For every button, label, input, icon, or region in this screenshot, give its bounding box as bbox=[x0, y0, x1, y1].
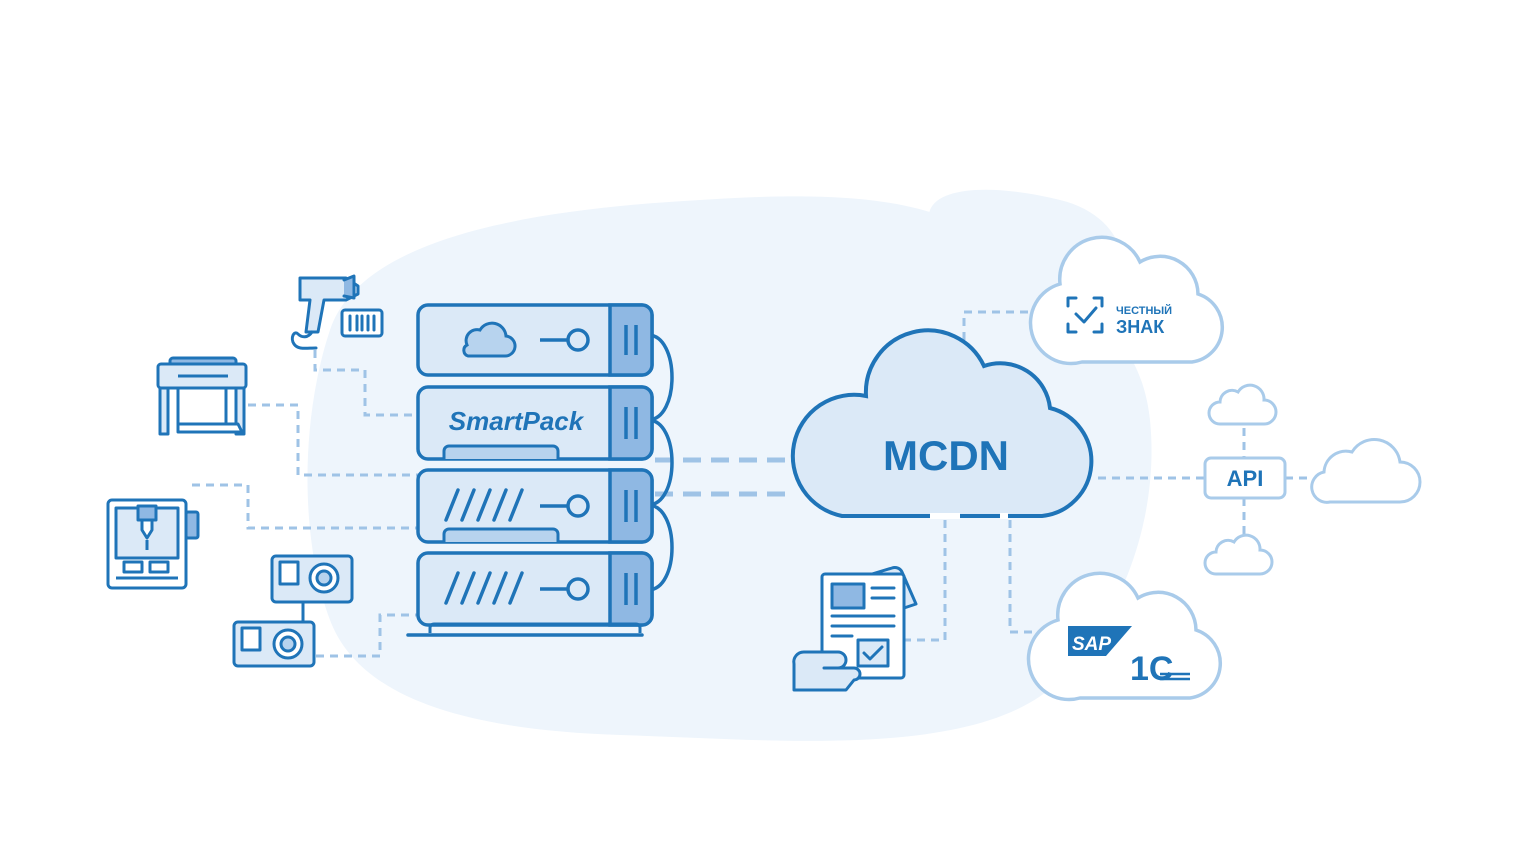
document-approval-icon bbox=[792, 566, 918, 692]
api-label: API bbox=[1227, 466, 1264, 491]
smartpack-label: SmartPack bbox=[449, 406, 585, 436]
server-mcdn-links bbox=[655, 457, 795, 497]
chestny-znak-logo-icon bbox=[1066, 296, 1104, 334]
barcode-scanner-icon bbox=[290, 274, 384, 350]
server-rack: SmartPack bbox=[406, 303, 674, 637]
sap-logo-icon bbox=[1068, 626, 1132, 656]
server-unit-vent-2 bbox=[406, 551, 654, 637]
chestny-znak-cloud: ЧЕСТНЫЙ ЗНАК bbox=[1028, 235, 1224, 366]
sap-label: SAP bbox=[1072, 634, 1111, 655]
mcdn-links bbox=[905, 310, 1310, 642]
chestny-znak-line1: ЧЕСТНЫЙ bbox=[1116, 304, 1172, 317]
cloud-glyph-icon bbox=[462, 321, 517, 358]
server-unit-brand: SmartPack bbox=[416, 385, 654, 461]
label-printer-icon bbox=[156, 356, 248, 436]
camera-icon bbox=[232, 554, 354, 668]
erp-cloud: SAP 1С bbox=[1026, 571, 1222, 702]
mcdn-label: MCDN bbox=[883, 432, 1009, 479]
mcdn-cloud: MCDN bbox=[790, 328, 1094, 519]
print-applicator-icon bbox=[106, 498, 200, 590]
onec-label: 1С bbox=[1130, 650, 1173, 688]
server-unit-vent-1 bbox=[416, 468, 654, 544]
chestny-znak-line2: ЗНАК bbox=[1116, 317, 1165, 337]
server-unit-cloud bbox=[416, 303, 654, 377]
small-cloud-right bbox=[1310, 438, 1422, 504]
api-box: API bbox=[1203, 456, 1287, 500]
device-links bbox=[192, 350, 418, 658]
small-cloud-top bbox=[1207, 383, 1278, 426]
small-cloud-bottom bbox=[1203, 533, 1274, 576]
